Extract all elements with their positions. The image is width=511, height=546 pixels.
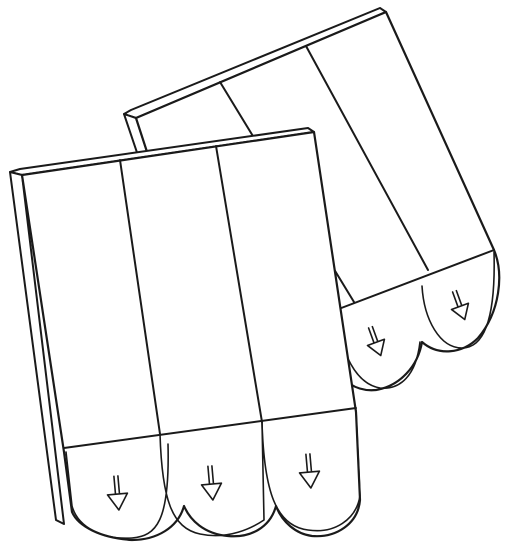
down-arrow-icon (106, 475, 129, 511)
front-strip-divider-2 (215, 145, 263, 423)
front-strip-divider-1 (119, 159, 161, 435)
front-tab-3 (261, 409, 361, 532)
front-tab-2 (159, 421, 265, 537)
down-arrow-icon (200, 465, 223, 501)
down-arrow-icon (366, 325, 386, 357)
down-arrow-icon (450, 289, 470, 321)
front-pack-body (20, 130, 362, 542)
back-strip-divider-2 (305, 45, 429, 271)
back-tab-fold-line (335, 249, 495, 311)
front-strip-pack (9, 127, 362, 542)
back-tab-2 (421, 251, 495, 349)
front-tab-fold-line (63, 407, 357, 449)
down-arrow-icon (298, 453, 321, 489)
front-pack-edge-left (9, 171, 65, 525)
